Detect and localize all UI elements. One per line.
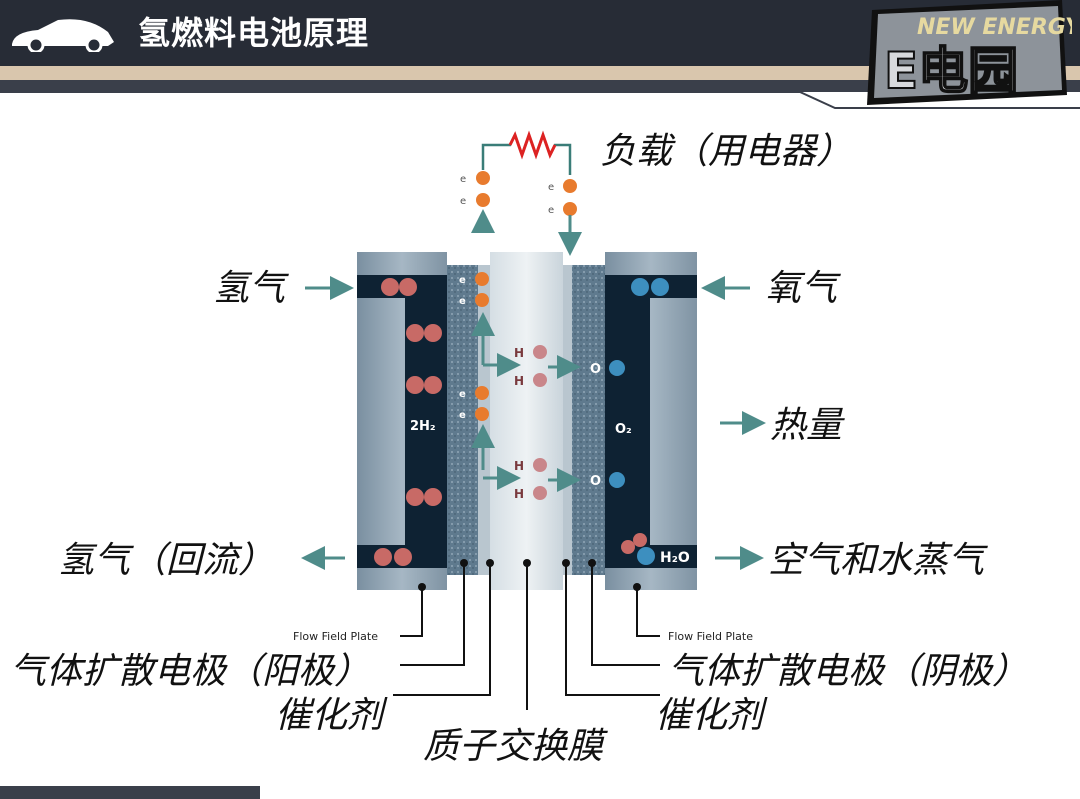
load-label: 负载（用电器） <box>600 131 852 172</box>
svg-text:O: O <box>590 362 601 377</box>
svg-text:H: H <box>514 459 524 473</box>
footer-band <box>0 786 260 799</box>
cathode-catalyst <box>563 265 572 575</box>
anode-channel <box>405 275 447 568</box>
hydrogen-molecules <box>374 278 647 566</box>
hydrogen-return-label: 氢气（回流） <box>58 540 274 581</box>
flow-arrows <box>301 209 766 570</box>
svg-text:e: e <box>459 296 466 307</box>
svg-text:H: H <box>514 346 524 360</box>
resistor-icon <box>508 130 557 160</box>
oxygen-in-label: 氧气 <box>765 268 841 309</box>
h2o-label: H₂O <box>660 550 690 566</box>
membrane-label: 质子交换膜 <box>423 726 608 767</box>
electrons: ee ee ee ee <box>459 171 577 421</box>
anode-gde-label: 气体扩散电极（阳极） <box>10 651 370 692</box>
svg-text:e: e <box>548 205 554 216</box>
hydrogen-in-label: 氢气 <box>213 268 289 309</box>
proton-exchange-membrane <box>490 252 563 590</box>
h2-label: 2H₂ <box>410 419 436 434</box>
svg-text:NEW ENERGY: NEW ENERGY <box>917 15 1072 40</box>
cathode-gde-label: 气体扩散电极（阴极） <box>668 651 1028 692</box>
svg-text:H: H <box>514 487 524 501</box>
heat-label: 热量 <box>770 405 845 446</box>
header-band <box>0 80 1080 92</box>
svg-text:e: e <box>548 182 554 193</box>
cathode-gas-diffusion-electrode <box>572 265 605 575</box>
svg-text:e: e <box>460 196 466 207</box>
car-icon <box>12 19 114 52</box>
flow-field-plate-right-label: Flow Field Plate <box>668 630 753 643</box>
svg-text:H: H <box>514 374 524 388</box>
svg-text:e: e <box>460 174 466 185</box>
catalyst-left-label: 催化剂 <box>275 695 388 736</box>
svg-text:e: e <box>459 275 466 286</box>
new-energy-logo: NEW ENERGY E电园 <box>867 0 1072 105</box>
o2-label: O₂ <box>615 422 632 437</box>
svg-text:e: e <box>459 410 466 421</box>
svg-text:E电园: E电园 <box>884 42 1018 100</box>
panel-edge <box>0 91 1080 109</box>
svg-text:O: O <box>590 474 601 489</box>
page-title: 氢燃料电池原理 <box>138 14 370 52</box>
air-water-label: 空气和水蒸气 <box>768 540 988 581</box>
leader-lines <box>393 563 660 710</box>
cathode-channel <box>605 275 650 568</box>
svg-text:e: e <box>459 389 466 400</box>
oxygen-molecules <box>609 278 669 565</box>
catalyst-right-label: 催化剂 <box>655 695 768 736</box>
header-stripe <box>0 66 1080 80</box>
flow-field-plate-left-label: Flow Field Plate <box>293 630 378 643</box>
